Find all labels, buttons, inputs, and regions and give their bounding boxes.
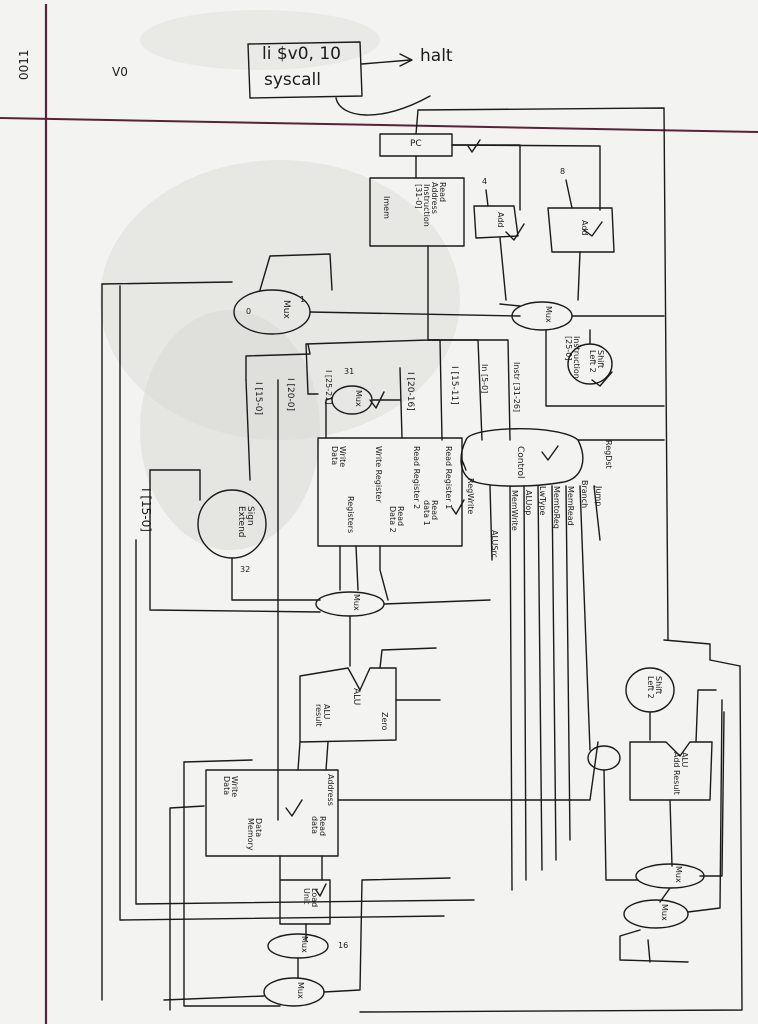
mux-final-label: Mux bbox=[660, 904, 669, 921]
control-lwtype: LwType bbox=[538, 486, 547, 516]
reg-read-reg2: Read Register 2 bbox=[412, 446, 421, 510]
mux-mem2-label: Mux bbox=[296, 982, 305, 999]
field-i25-21: I [25-21] bbox=[324, 370, 333, 405]
mux-jump-label: Mux bbox=[544, 306, 553, 323]
syscall-line1: li $v0, 10 bbox=[262, 44, 341, 64]
add-pc8-const: 8 bbox=[560, 167, 566, 176]
control-regwrite: RegWrite bbox=[466, 478, 475, 515]
control-regdst: RegDst bbox=[604, 440, 613, 469]
reg-write-register: Write Register bbox=[374, 446, 383, 503]
control-name: Control bbox=[515, 446, 525, 479]
dmem-write-data: Write Data bbox=[221, 776, 239, 798]
field-i20-16: I [20-16] bbox=[405, 372, 415, 411]
field-i31-26: Instr [31-26] bbox=[512, 362, 521, 413]
halt-label: halt bbox=[420, 46, 453, 66]
control-aluop: ALUop bbox=[524, 490, 533, 516]
register-file bbox=[317, 437, 463, 547]
mux-top-label: Mux bbox=[281, 300, 291, 319]
margin-v0-note: V0 bbox=[112, 65, 128, 79]
add-pc4-const: 4 bbox=[482, 177, 488, 186]
mux-branch-label: Mux bbox=[674, 866, 683, 883]
syscall-box bbox=[247, 41, 363, 99]
imem-instruction: Instruction [31-0] bbox=[413, 184, 431, 227]
dmem-name: Data Memory bbox=[245, 818, 263, 851]
alu bbox=[299, 667, 397, 743]
pc-label: PC bbox=[410, 139, 422, 149]
control-unit bbox=[460, 428, 584, 487]
reg-read-reg1: Read Register 1 bbox=[444, 446, 453, 510]
mux-top-in1: 1 bbox=[300, 295, 306, 304]
add-pc8-label: Add bbox=[580, 220, 589, 236]
control-jump: Jump bbox=[594, 486, 603, 507]
shift-left-2-branch-label: Shift Left 2 bbox=[645, 676, 663, 699]
sign-extend-bits: 32 bbox=[240, 565, 251, 574]
control-memtoreg: MemtoReg bbox=[552, 486, 561, 529]
alu-zero: Zero bbox=[380, 712, 389, 731]
add-pc4 bbox=[473, 205, 519, 239]
regdst-mux-in31: 31 bbox=[344, 367, 355, 376]
alu-label: ALU bbox=[351, 688, 361, 706]
field-i15-11: I [15-11] bbox=[449, 366, 459, 405]
mux-top-in0: 0 bbox=[246, 307, 252, 316]
field-i15-0-long: I [15-0] bbox=[139, 488, 153, 532]
branch-adder-label: ALU Add Result bbox=[671, 752, 689, 795]
mux-mem1-b: 16 bbox=[338, 941, 349, 950]
shift-left-2-top-label: Shift Left 2 bbox=[587, 350, 605, 373]
add-pc4-label: Add bbox=[496, 212, 505, 228]
control-alusrc: ALUSrc bbox=[490, 530, 499, 558]
field-i15-0: I [15-0] bbox=[253, 382, 263, 415]
mux-mem1-label: Mux bbox=[300, 936, 309, 953]
alu-result: ALU result bbox=[313, 704, 331, 727]
field-i20-0: I [20-0] bbox=[285, 378, 295, 411]
top-margin-line bbox=[0, 117, 758, 133]
sign-extend-label: Sign Extend bbox=[235, 506, 255, 538]
margin-page-number: 0011 bbox=[17, 49, 31, 80]
dmem-address: Address bbox=[326, 774, 335, 806]
reg-name: Registers bbox=[346, 496, 355, 534]
load-unit-label: Load Unit bbox=[301, 888, 319, 908]
imem-name: Imem bbox=[382, 196, 391, 219]
dmem-read-data: Read data bbox=[309, 816, 327, 837]
alu-src-mux-label: Mux bbox=[352, 594, 361, 611]
field-i5-0: In [5-0] bbox=[480, 364, 489, 394]
syscall-line2: syscall bbox=[264, 70, 321, 90]
regdst-mux-label: Mux bbox=[354, 390, 363, 407]
reg-write-data: Write Data bbox=[329, 446, 347, 468]
mux-final bbox=[623, 899, 689, 929]
instruction-memory bbox=[369, 177, 465, 247]
branch-adder bbox=[629, 741, 713, 801]
reg-read-data1: Read data 1 bbox=[421, 500, 439, 526]
control-branch: Branch bbox=[580, 480, 589, 509]
data-memory bbox=[205, 769, 339, 857]
control-memread: MemRead bbox=[566, 486, 575, 526]
reg-read-data2: Read Data 2 bbox=[387, 506, 405, 533]
add-pc8 bbox=[547, 207, 615, 253]
shift-left-2-top-note: Instruction [25-0] bbox=[563, 336, 581, 379]
imem-read-address: Read Address bbox=[429, 182, 447, 214]
control-memwrite: MemWrite bbox=[510, 490, 519, 531]
